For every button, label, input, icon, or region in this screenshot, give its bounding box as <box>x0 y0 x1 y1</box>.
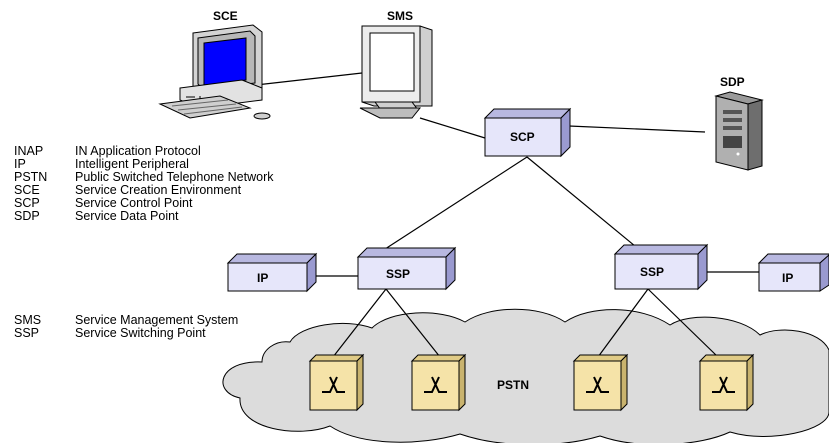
crossbar-switch-icon <box>424 376 447 393</box>
legend-text: Service Data Point <box>75 209 179 223</box>
ip-right-label: IP <box>782 271 793 285</box>
legend-text: Service Switching Point <box>75 326 206 340</box>
connections <box>255 72 759 358</box>
legend-text: Public Switched Telephone Network <box>75 170 274 184</box>
legend-text: Service Control Point <box>75 196 193 210</box>
ip-right-box: IP <box>757 253 829 292</box>
ssp-right-label: SSP <box>640 265 664 279</box>
sdp-server: SDP <box>714 75 764 171</box>
ip-left-label: IP <box>257 271 268 285</box>
legend-text: Service Management System <box>75 313 239 327</box>
server-tower-icon <box>714 91 764 171</box>
legend-item: SSP Service Switching Point <box>14 327 206 340</box>
legend-text: Intelligent Peripheral <box>75 157 189 171</box>
ssp-right-box: SSP <box>613 243 709 291</box>
legend-abbr: SDP <box>14 209 40 223</box>
scp-box: SCP <box>483 107 572 158</box>
switch-1 <box>308 353 365 412</box>
switch-3 <box>572 353 629 412</box>
legend-item: IP Intelligent Peripheral <box>14 158 189 171</box>
crossbar-switch-icon <box>712 376 735 393</box>
scp-label: SCP <box>510 130 535 144</box>
legend-text: Service Creation Environment <box>75 183 242 197</box>
legend-abbr: INAP <box>14 144 44 158</box>
ssp-left-box: SSP <box>356 246 457 291</box>
sce-label: SCE <box>213 9 238 23</box>
legend-text: IN Application Protocol <box>75 144 201 158</box>
switch-4 <box>698 353 755 412</box>
legend-abbr: SMS <box>14 313 42 327</box>
legend-item: SDP Service Data Point <box>14 210 179 223</box>
ip-left-box: IP <box>226 252 318 293</box>
legend-item: SCE Service Creation Environment <box>14 184 241 197</box>
legend-abbr: SCP <box>14 196 40 210</box>
crossbar-switch-icon <box>322 376 345 393</box>
sms-label: SMS <box>387 9 413 23</box>
ssp-left-label: SSP <box>386 267 410 281</box>
desktop-computer-icon <box>158 24 271 120</box>
switch-2 <box>410 353 467 412</box>
sce-computer: SCE <box>158 9 271 120</box>
legend-item: SMS Service Management System <box>14 314 238 327</box>
monitor-icon <box>359 25 433 119</box>
sdp-label: SDP <box>720 75 745 89</box>
sms-monitor: SMS <box>359 9 433 119</box>
legend-abbr: IP <box>14 157 26 171</box>
crossbar-switch-icon <box>586 376 609 393</box>
pstn-label: PSTN <box>497 378 529 392</box>
legend-abbr: SCE <box>14 183 40 197</box>
legend-item: SCP Service Control Point <box>14 197 192 210</box>
legend-item: INAP IN Application Protocol <box>14 145 201 158</box>
legend-abbr: PSTN <box>14 170 48 184</box>
legend-abbr: SSP <box>14 326 40 340</box>
legend-item: PSTN Public Switched Telephone Network <box>14 171 274 184</box>
